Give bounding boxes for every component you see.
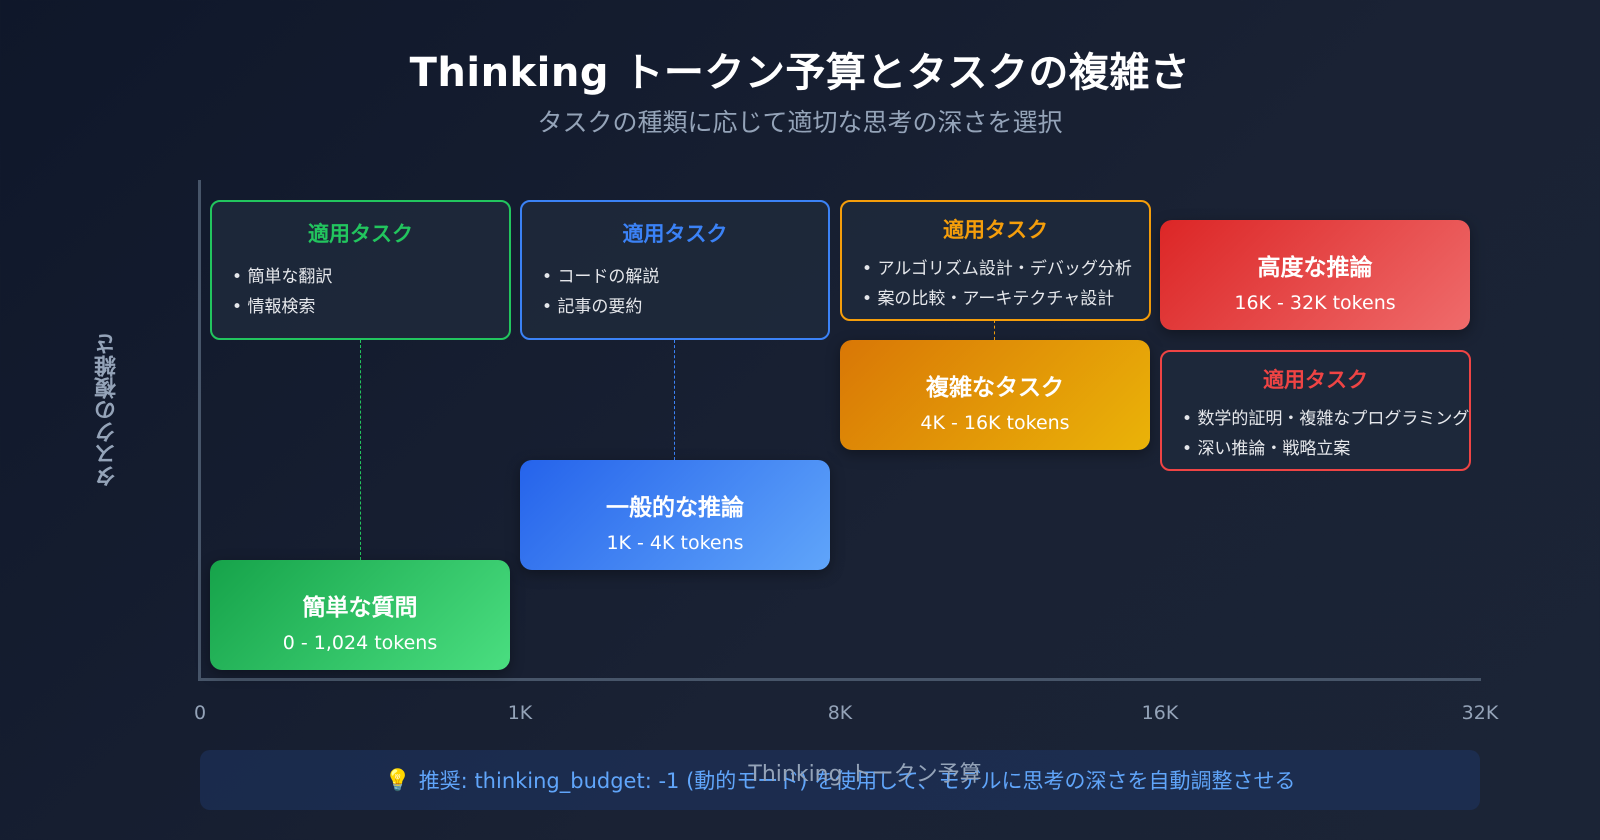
x-tick-32k: 32K [1461,702,1499,724]
tasks-heading: 適用タスク [308,222,413,246]
page-subtitle: タスクの種類に応じて適切な思考の深さを選択 [537,108,1063,137]
tier-range: 16K - 32K tokens [1234,292,1396,314]
tier-box-general: 一般的な推論 1K - 4K tokens [520,460,830,570]
connector-complex [994,320,995,340]
tier-range: 0 - 1,024 tokens [282,632,438,654]
tasks-list: 数学的証明・複雑なプログラミング 深い推論・戦略立案 [1162,404,1469,464]
task-item: 情報検索 [232,292,509,322]
task-item: 深い推論・戦略立案 [1182,434,1469,464]
tier-box-advanced: 高度な推論 16K - 32K tokens [1160,220,1470,330]
lightbulb-icon: 💡 [384,767,411,792]
tasks-heading: 適用タスク [622,222,728,246]
y-axis-label: タスクの複雑さ [95,333,120,487]
tasks-box-advanced: 適用タスク 数学的証明・複雑なプログラミング 深い推論・戦略立案 [1160,350,1471,471]
tasks-box-complex: 適用タスク アルゴリズム設計・デバッグ分析 案の比較・アーキテクチャ設計 [840,200,1151,321]
tasks-list: アルゴリズム設計・デバッグ分析 案の比較・アーキテクチャ設計 [842,254,1149,314]
x-tick-1k: 1K [507,702,533,724]
tasks-box-general: 適用タスク コードの解説 記事の要約 [520,200,830,340]
recommendation-text: 推奨: thinking_budget: -1 (動的モード) を使用して、モデ… [418,769,1296,793]
task-item: 記事の要約 [542,292,828,322]
tasks-list: コードの解説 記事の要約 [522,262,828,322]
tier-range: 1K - 4K tokens [606,532,744,554]
x-axis-label: Thinking トークン予算 [748,762,982,787]
tier-name: 複雑なタスク [926,375,1064,401]
y-axis-line [198,180,201,680]
page-title: Thinking トークン予算とタスクの複雑さ [409,50,1191,96]
tier-name: 高度な推論 [1257,255,1373,281]
connector-general [674,340,675,460]
tier-box-simple: 簡単な質問 0 - 1,024 tokens [210,560,510,670]
tasks-box-simple: 適用タスク 簡単な翻訳 情報検索 [210,200,511,340]
tasks-heading: 適用タスク [1263,368,1368,392]
x-tick-8k: 8K [827,702,853,724]
task-item: アルゴリズム設計・デバッグ分析 [862,254,1149,284]
tier-name: 簡単な質問 [302,595,418,621]
recommendation-banner: 💡 推奨: thinking_budget: -1 (動的モード) を使用して、… [200,750,1480,810]
x-axis-line [198,678,1481,681]
tier-box-complex: 複雑なタスク 4K - 16K tokens [840,340,1150,450]
x-tick-16k: 16K [1141,702,1179,724]
tasks-list: 簡単な翻訳 情報検索 [212,262,509,322]
task-item: コードの解説 [542,262,828,292]
x-tick-0: 0 [193,702,207,724]
tier-range: 4K - 16K tokens [920,412,1070,434]
task-item: 数学的証明・複雑なプログラミング [1182,404,1469,434]
tasks-heading: 適用タスク [943,218,1048,242]
tier-name: 一般的な推論 [606,495,744,521]
task-item: 案の比較・アーキテクチャ設計 [862,284,1149,314]
connector-simple [360,340,361,560]
task-item: 簡単な翻訳 [232,262,509,292]
